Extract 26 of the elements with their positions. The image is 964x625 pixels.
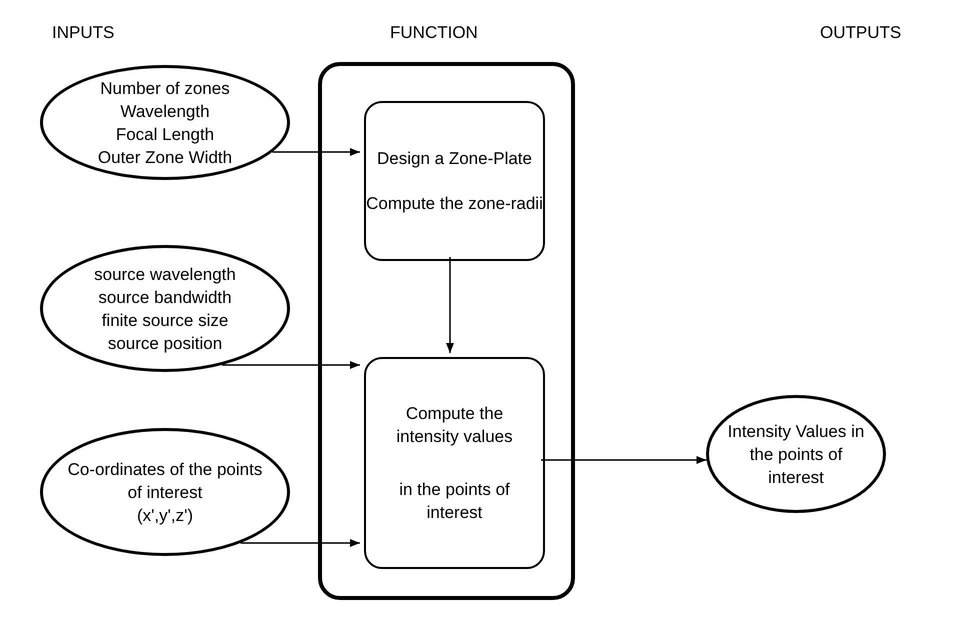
node-text: source bandwidth bbox=[98, 286, 232, 308]
process-box bbox=[364, 357, 545, 569]
arrow bbox=[446, 257, 454, 353]
arrow bbox=[222, 361, 360, 369]
arrow bbox=[272, 148, 360, 156]
arrow bbox=[240, 539, 360, 547]
arrow bbox=[541, 456, 706, 464]
node-text: Compute the zone-radii bbox=[366, 193, 543, 215]
node-text: Co-ordinates of the points of interest bbox=[66, 458, 264, 504]
column-heading: FUNCTION bbox=[390, 22, 478, 44]
node-text: Focal Length bbox=[116, 124, 214, 146]
node-text: Outer Zone Width bbox=[98, 146, 232, 168]
function-frame bbox=[318, 62, 575, 600]
node-text: Number of zones bbox=[100, 78, 230, 100]
node-text: Compute the intensity values bbox=[395, 403, 514, 448]
node-text: Wavelength bbox=[120, 100, 210, 122]
node-text: (x',y',z') bbox=[136, 504, 193, 526]
node-text: in the points of interest bbox=[398, 479, 511, 524]
node-text: source wavelength bbox=[94, 264, 236, 286]
column-heading: OUTPUTS bbox=[820, 22, 902, 44]
node-text: Intensity Values in the points of interest bbox=[726, 420, 866, 488]
node-text: source position bbox=[108, 332, 222, 354]
column-heading: INPUTS bbox=[52, 22, 114, 44]
process-box bbox=[364, 101, 545, 261]
node-text: finite source size bbox=[102, 310, 228, 332]
node-text: Design a Zone-Plate bbox=[377, 148, 532, 170]
